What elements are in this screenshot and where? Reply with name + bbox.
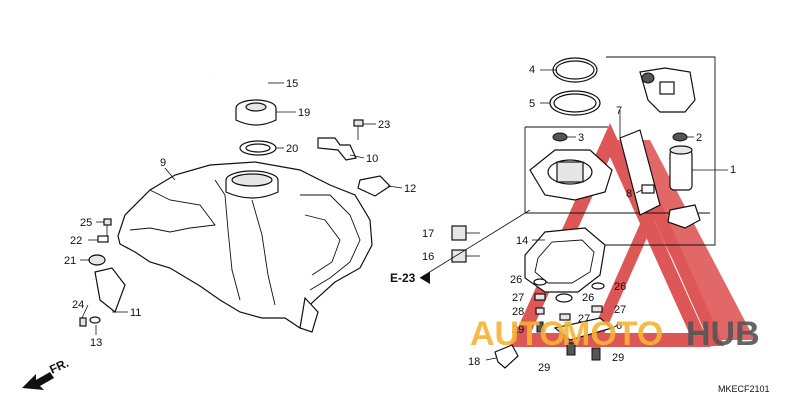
pump-flange [529,149,613,201]
washer-28 [535,307,545,315]
callout-7: 7 [616,105,622,117]
watermark-text: AUTO MOTO HUB [470,315,760,353]
seal-2 [672,132,688,142]
callout-23: 23 [378,119,390,131]
callout-26-right: 26 [614,281,626,293]
callout-4: 4 [529,64,535,76]
leader-lines [80,69,728,361]
callout-2: 2 [696,132,702,144]
callout-15: 15 [286,78,298,90]
fuel-cap [235,99,277,126]
watermark-auto: AUTO [470,315,566,353]
callout-27-left: 27 [512,292,524,304]
bracket-10 [317,137,357,161]
callout-29-right: 29 [612,352,624,364]
washer-27-right [591,305,603,313]
fr-label: FR. [47,356,70,377]
callout-22: 22 [70,235,82,247]
front-direction-arrow: FR. [22,356,71,390]
callout-29-lower: 29 [538,362,550,374]
seal-3 [552,132,568,142]
collar-22 [97,235,109,243]
breather-tube [213,67,269,83]
bolt-29-lower [566,342,601,361]
bolt-23 [353,119,364,140]
watermark-moto: MOTO [562,315,663,353]
callout-19: 19 [298,107,310,119]
callout-25: 25 [80,217,92,229]
callout-26-mid: 26 [582,292,594,304]
callout-17: 17 [422,228,434,240]
washer-13 [89,316,101,324]
washer-27-mid [559,313,571,321]
washer-26-mid [555,293,573,303]
callout-8: 8 [626,188,632,200]
callout-labels: 1 2 3 4 5 6 7 8 9 10 11 12 13 14 15 16 1… [64,64,736,374]
clip-18 [494,344,519,369]
reference-label: E-23 [390,271,416,285]
callout-3: 3 [578,132,584,144]
callout-18: 18 [468,356,480,368]
reference-e23: E-23 [390,271,430,285]
diagram-code: MKECF2101 [718,384,770,394]
bracket-12 [357,175,391,197]
pump-motor-1 [667,145,701,229]
callout-13: 13 [90,337,102,349]
fuel-tank [117,161,373,333]
o-ring-4 [552,57,598,83]
clip-16 [451,249,467,263]
o-ring-5 [549,90,601,116]
callout-20: 20 [286,143,298,155]
bolt-24 [79,317,87,327]
watermark-hub: HUB [686,315,760,353]
clip-17 [451,225,467,241]
callout-28: 28 [512,306,524,318]
grommet-21 [88,254,106,266]
cap-gasket [239,140,277,156]
callout-29-left: 29 [512,324,524,336]
callout-10: 10 [366,153,378,165]
bracket-11 [94,267,126,313]
bolt-29-left [536,321,544,333]
washer-27-left [534,293,546,301]
fr-arrow-icon [22,372,54,390]
bolt-25 [103,218,112,238]
callout-9: 9 [160,157,166,169]
filter-7 [619,129,661,216]
gasket-14 [524,227,606,293]
callout-5: 5 [529,98,535,110]
callout-12: 12 [404,183,416,195]
callout-27-mid: 27 [578,313,590,325]
washer-26-right [591,282,605,290]
callout-1: 1 [730,164,736,176]
callout-11: 11 [130,307,141,319]
callout-27-right: 27 [614,304,626,316]
callout-14: 14 [516,235,528,247]
callout-16: 16 [422,251,434,263]
pump-unit [639,67,696,113]
callout-26-left: 26 [510,274,522,286]
washer-26-left [533,278,547,286]
callout-6: 6 [616,320,622,332]
callout-24: 24 [72,299,84,311]
callout-21: 21 [64,255,76,267]
fitting-8 [641,184,655,194]
